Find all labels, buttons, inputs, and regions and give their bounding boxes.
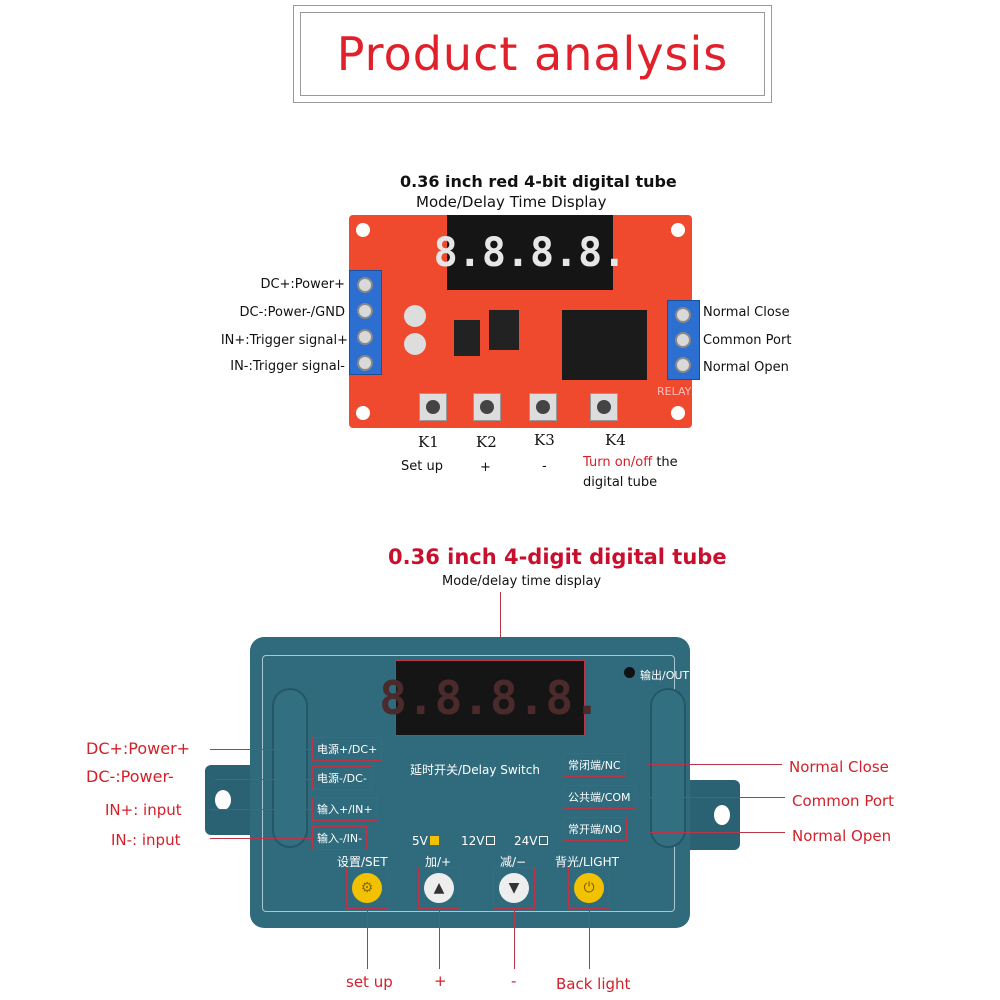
callout-minus: - — [511, 972, 517, 990]
callout-dc-minus: DC-:Power- — [86, 767, 174, 786]
callout-common-port: Common Port — [792, 792, 895, 810]
voltage-5v-indicator — [429, 836, 439, 845]
callout-set-up: set up — [346, 973, 393, 991]
voltage-5v: 5V — [412, 834, 428, 848]
out-label: 输出/OUT — [640, 669, 690, 682]
callout-in-plus: IN+: input — [105, 801, 182, 819]
label-normal-open: Normal Open — [703, 360, 789, 375]
light-button[interactable]: ⏻ — [568, 867, 610, 909]
callout-dc-plus: DC+:Power+ — [86, 739, 191, 758]
title-frame — [293, 5, 772, 103]
pcb-board: 8.8.8.8. RELAY — [349, 215, 700, 428]
label-common-port: Common Port — [703, 333, 792, 348]
k2-function: + — [480, 460, 491, 475]
k2-button[interactable] — [473, 393, 501, 421]
relay-com: 公共端/COM — [563, 785, 636, 809]
k4-label: K4 — [605, 431, 626, 449]
voltage-24v-indicator — [539, 836, 549, 845]
k1-function: Set up — [401, 459, 443, 474]
k1-label: K1 — [418, 433, 439, 451]
power-icon: ⏻ — [574, 873, 604, 903]
down-arrow-icon: ▼ — [499, 873, 529, 903]
terminal-in-minus: 输入-/IN- — [312, 826, 368, 850]
set-button[interactable]: ⚙ — [346, 867, 388, 909]
k4-function: the — [656, 455, 678, 470]
callout-in-minus: IN-: input — [111, 831, 181, 849]
k4-button[interactable] — [590, 393, 618, 421]
k3-label: K3 — [534, 431, 555, 449]
light-label: 背光/LIGHT — [555, 855, 619, 869]
plus-label: 加/+ — [425, 855, 452, 869]
terminal-dc-plus: 电源+/DC+ — [312, 737, 383, 761]
up-button[interactable]: ▲ — [418, 867, 460, 909]
k4-function-highlight: Turn on/off — [583, 455, 653, 470]
callout-normal-open: Normal Open — [792, 827, 892, 845]
module1-subtitle: Mode/Delay Time Display — [416, 193, 607, 211]
label-dc-plus: DC+:Power+ — [260, 277, 345, 292]
relay-silkscreen: RELAY — [657, 385, 692, 398]
module2-title: 0.36 inch 4-digit digital tube — [388, 545, 727, 569]
optocoupler — [454, 320, 480, 356]
enclosure-digital-display: 8.8.8.8. — [379, 660, 601, 736]
callout-normal-close: Normal Close — [789, 758, 889, 776]
input-terminal-block — [349, 270, 382, 375]
up-arrow-icon: ▲ — [424, 873, 454, 903]
label-in-plus: IN+:Trigger signal+ — [220, 333, 348, 348]
relay-nc: 常闭端/NC — [563, 753, 626, 777]
relay — [562, 310, 647, 380]
callout-back-light: Back light — [556, 975, 631, 993]
callout-plus: + — [434, 972, 447, 990]
k1-button[interactable] — [419, 393, 447, 421]
terminal-dc-minus: 电源-/DC- — [312, 766, 372, 790]
pcb-digital-display: 8.8.8.8. — [434, 215, 626, 290]
module1-title: 0.36 inch red 4-bit digital tube — [400, 172, 677, 191]
chip — [489, 310, 519, 350]
gear-icon: ⚙ — [352, 873, 382, 903]
module2-subtitle: Mode/delay time display — [442, 574, 602, 589]
delay-switch-label: 延时开关/Delay Switch — [410, 763, 540, 777]
voltage-12v: 12V — [461, 834, 485, 848]
k2-label: K2 — [476, 433, 497, 451]
label-in-minus: IN-:Trigger signal- — [230, 359, 345, 374]
relay-terminal-block — [667, 300, 700, 380]
set-label: 设置/SET — [337, 855, 388, 869]
relay-no: 常开端/NO — [563, 817, 627, 841]
label-dc-minus: DC-:Power-/GND — [239, 305, 345, 320]
down-button[interactable]: ▼ — [493, 867, 535, 909]
voltage-12v-indicator — [486, 836, 496, 845]
page-title: Product analysis — [300, 12, 765, 96]
label-normal-close: Normal Close — [703, 305, 790, 320]
minus-label: 减/− — [500, 855, 527, 869]
terminal-in-plus: 输入+/IN+ — [312, 797, 378, 821]
k3-function: - — [542, 459, 547, 474]
voltage-24v: 24V — [514, 834, 538, 848]
output-led — [624, 667, 635, 678]
k3-button[interactable] — [529, 393, 557, 421]
k4-function-line2: digital tube — [583, 475, 658, 490]
